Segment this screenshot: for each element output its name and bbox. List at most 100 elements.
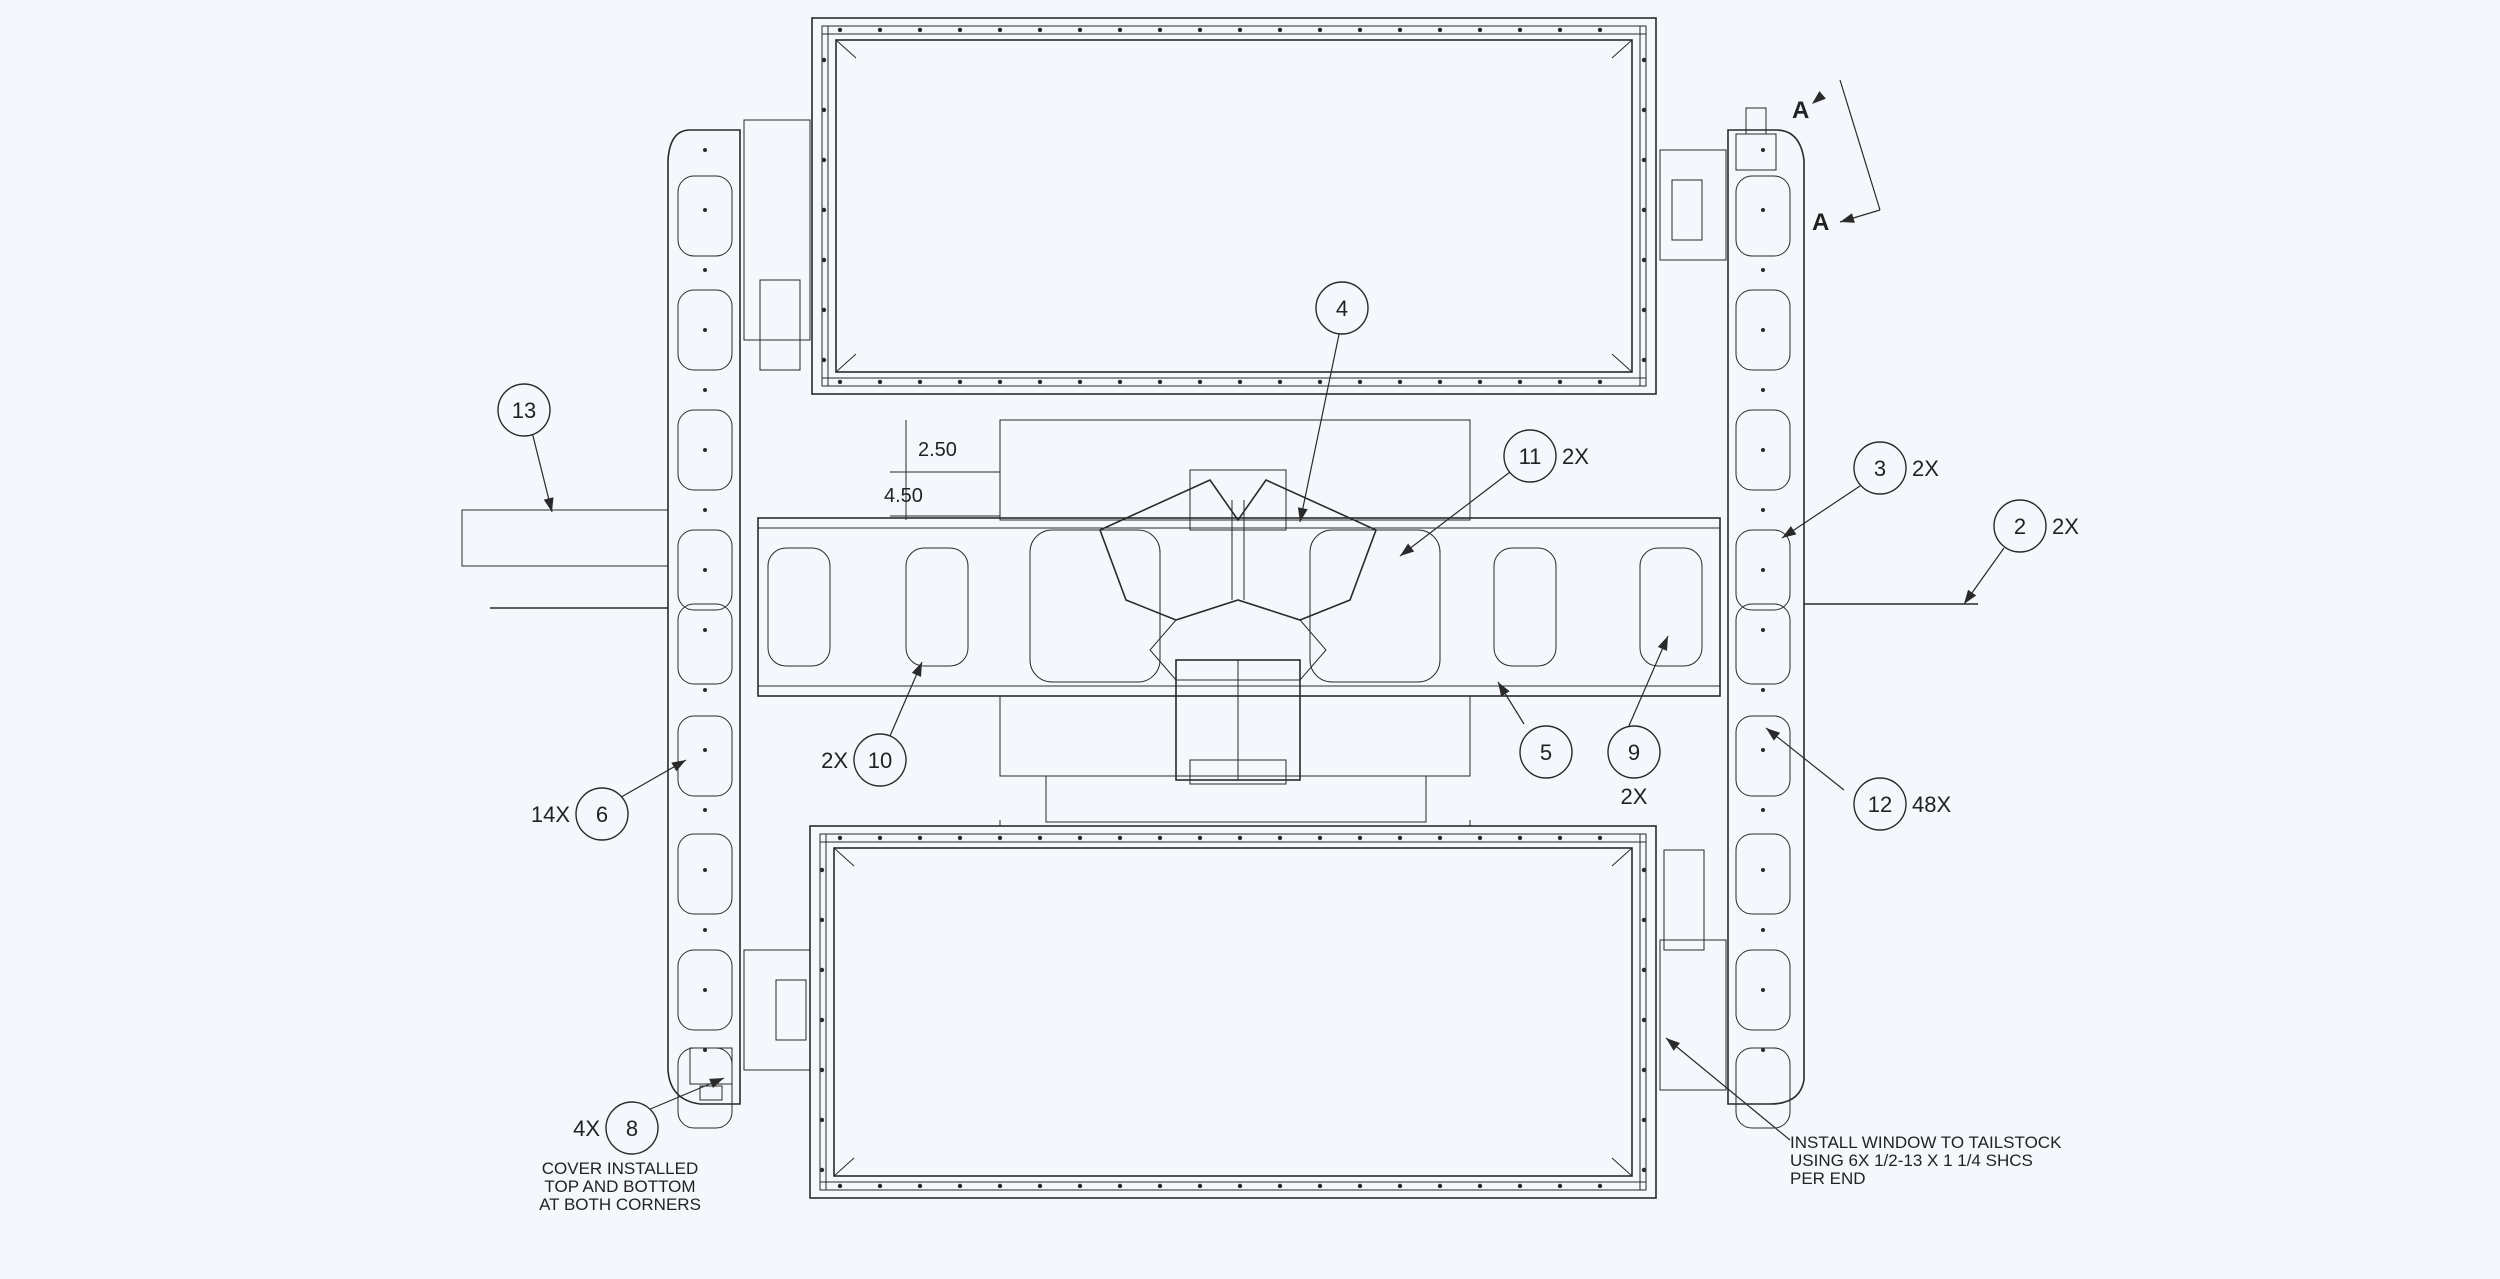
balloon-circle [1503, 429, 1557, 483]
frame-bolt [1517, 379, 1523, 385]
balloon-circle [853, 733, 907, 787]
frame-bolt [1641, 1067, 1647, 1073]
balloon-13: 13 [497, 383, 551, 437]
right-tailstock [1659, 107, 1978, 1105]
frame-bolt [819, 1117, 825, 1123]
rail-bolt [1761, 208, 1765, 212]
rail-bolt [703, 748, 707, 752]
leader-arrowhead [911, 662, 922, 677]
rail-slot [677, 603, 733, 685]
cover-note-line-2: TOP AND BOTTOM [544, 1177, 695, 1196]
balloon-quantity: 48X [1912, 792, 1951, 817]
balloon-12: 12 48X [1853, 777, 1951, 831]
frame-bolt [819, 967, 825, 973]
frame-bolt [1397, 1183, 1403, 1189]
frame-bolt [819, 1067, 825, 1073]
leader-arrowhead [1812, 91, 1826, 104]
balloon-number: 3 [1874, 456, 1886, 481]
rail-slot [677, 833, 733, 915]
cover-note-line-3: AT BOTH CORNERS [539, 1195, 701, 1214]
frame-bolt [1077, 379, 1083, 385]
frame-bolt [917, 27, 923, 33]
leader-arrowhead [1498, 682, 1510, 697]
rail-slot [1735, 603, 1791, 685]
rail-slot [677, 289, 733, 371]
rail-bolt [1761, 388, 1765, 392]
frame-bolt [1641, 1117, 1647, 1123]
rail-bolt [703, 328, 707, 332]
rail-bolt [1761, 628, 1765, 632]
frame-bolt [957, 1183, 963, 1189]
leader-arrowhead [671, 760, 686, 772]
frame-bolt [997, 379, 1003, 385]
frame-bolt [877, 379, 883, 385]
frame-bolt [1117, 27, 1123, 33]
cover-note-line-1: COVER INSTALLED [542, 1159, 699, 1178]
balloon-quantity: 2X [1562, 444, 1589, 469]
rail-slot [677, 1047, 733, 1129]
frame-bolt [1037, 1183, 1043, 1189]
frame-bolt [819, 1167, 825, 1173]
frame-bolt [1641, 57, 1647, 63]
rail-bolt [1761, 568, 1765, 572]
balloon-number: 12 [1868, 792, 1892, 817]
balloon-circle [1993, 499, 2047, 553]
rail-slot [677, 175, 733, 257]
frame-bolt [1237, 379, 1243, 385]
balloon-circle [1853, 441, 1907, 495]
frame-bolt [1517, 835, 1523, 841]
frame-bolt [1641, 107, 1647, 113]
frame-bolt [1477, 379, 1483, 385]
balloon-number: 8 [626, 1116, 638, 1141]
rail-bolt [1761, 808, 1765, 812]
frame-bolt [997, 1183, 1003, 1189]
frame-bolt [1237, 835, 1243, 841]
frame-bolt [1437, 379, 1443, 385]
leader-arrowhead [543, 497, 554, 512]
frame-bolt [1317, 27, 1323, 33]
balloon-number: 11 [1519, 444, 1542, 469]
frame-bolt [917, 379, 923, 385]
beam-cutout [905, 547, 969, 667]
frame-bolt [1037, 379, 1043, 385]
rail-slot [1735, 949, 1791, 1031]
frame-bolt [1477, 27, 1483, 33]
frame-bolt [1237, 27, 1243, 33]
rail-bolt [1761, 268, 1765, 272]
section-mark-a-upper: A [1792, 97, 1809, 124]
rail-bolt [703, 628, 707, 632]
frame-bolt [819, 867, 825, 873]
dimensions [890, 420, 1001, 520]
top-window-frame [811, 17, 1657, 395]
frame-bolt [1437, 27, 1443, 33]
frame-bolt [821, 207, 827, 213]
rail-bolt [703, 268, 707, 272]
frame-bolt [917, 835, 923, 841]
bottom-window-frame [809, 825, 1657, 1199]
frame-bolt [1557, 379, 1563, 385]
rail-slot [677, 949, 733, 1031]
frame-bolt [1437, 1183, 1443, 1189]
frame-bolt [1397, 379, 1403, 385]
balloon-circle [1315, 281, 1369, 335]
beam-cutout [1493, 547, 1557, 667]
frame-bolt [1317, 379, 1323, 385]
frame-bolt [1197, 379, 1203, 385]
frame-bolt [1277, 1183, 1283, 1189]
balloon-circle [605, 1101, 659, 1155]
leader-arrowhead [1400, 543, 1415, 556]
leader-arrowhead [1297, 507, 1308, 522]
frame-bolt [821, 257, 827, 263]
frame-bolt [1157, 1183, 1163, 1189]
frame-bolt [1197, 1183, 1203, 1189]
frame-bolt [1117, 835, 1123, 841]
leader-arrowhead [1657, 636, 1668, 651]
frame-bolt [1557, 835, 1563, 841]
beam-cutout [1639, 547, 1703, 667]
balloon-circle [497, 383, 551, 437]
balloon-number: 2 [2014, 514, 2026, 539]
rail-bolt [703, 1048, 707, 1052]
window-note-line-2: USING 6X 1/2-13 X 1 1/4 SHCS [1790, 1151, 2033, 1170]
